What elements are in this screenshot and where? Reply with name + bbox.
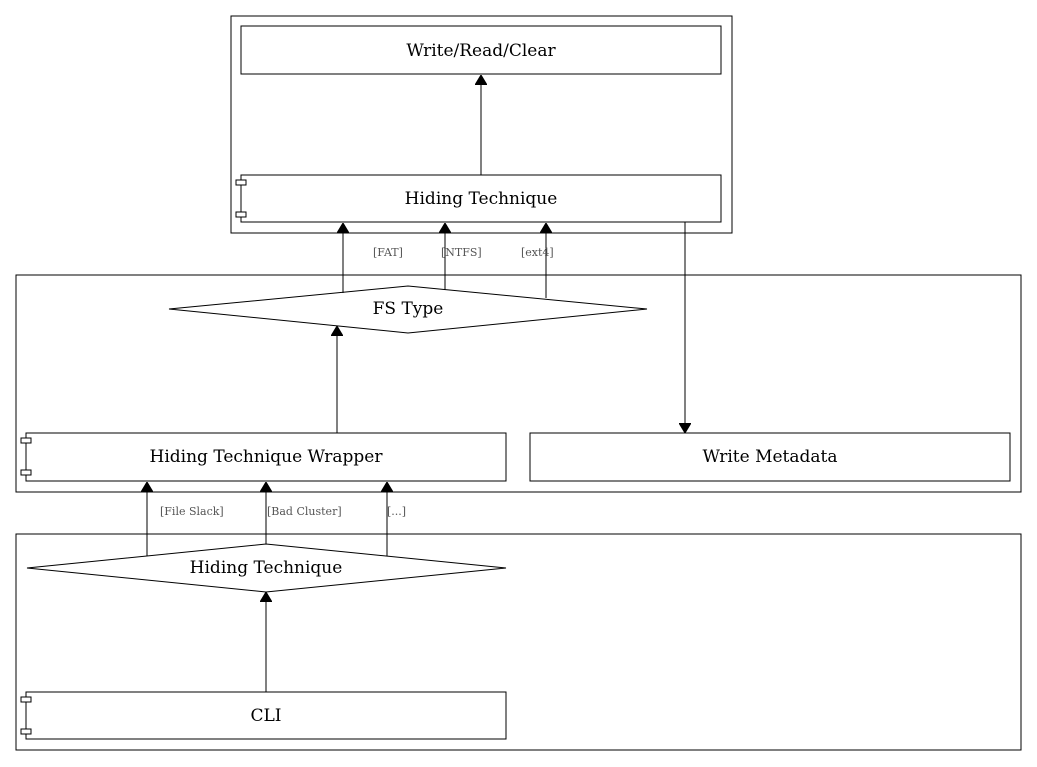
fs-type-label: FS Type bbox=[373, 299, 444, 319]
edge-label-ext4: [ext4] bbox=[521, 246, 554, 259]
edge-label-ntfs: [NTFS] bbox=[441, 246, 482, 259]
top-cluster bbox=[230, 15, 733, 234]
fs-type-decision: FS Type bbox=[168, 285, 648, 334]
bottom-cluster bbox=[15, 533, 1022, 751]
edge-label-other: [...] bbox=[387, 505, 406, 518]
component-port-icon bbox=[20, 696, 32, 703]
write-metadata-node: Write Metadata bbox=[529, 432, 1011, 482]
cli-component: CLI bbox=[20, 691, 507, 740]
cli-label: CLI bbox=[250, 706, 281, 726]
component-port-icon bbox=[20, 728, 32, 735]
edge-label-fat: [FAT] bbox=[373, 246, 403, 259]
edge-label-file-slack: [File Slack] bbox=[160, 505, 224, 518]
component-port-icon bbox=[20, 469, 32, 476]
hiding-technique-decision-label: Hiding Technique bbox=[190, 558, 343, 578]
write-read-clear-node: Write/Read/Clear bbox=[240, 25, 722, 75]
edge-label-bad-cluster: [Bad Cluster] bbox=[267, 505, 342, 518]
write-metadata-label: Write Metadata bbox=[703, 447, 838, 467]
hiding-technique-wrapper-component: Hiding Technique Wrapper bbox=[20, 432, 507, 482]
hiding-technique-component: Hiding Technique bbox=[235, 174, 722, 223]
middle-cluster bbox=[15, 274, 1022, 493]
component-port-icon bbox=[235, 179, 247, 186]
hiding-technique-label: Hiding Technique bbox=[405, 189, 558, 209]
component-port-icon bbox=[235, 211, 247, 218]
component-port-icon bbox=[20, 437, 32, 444]
hiding-technique-wrapper-label: Hiding Technique Wrapper bbox=[150, 447, 384, 467]
hiding-technique-decision: Hiding Technique bbox=[26, 543, 507, 593]
write-read-clear-label: Write/Read/Clear bbox=[406, 41, 556, 61]
